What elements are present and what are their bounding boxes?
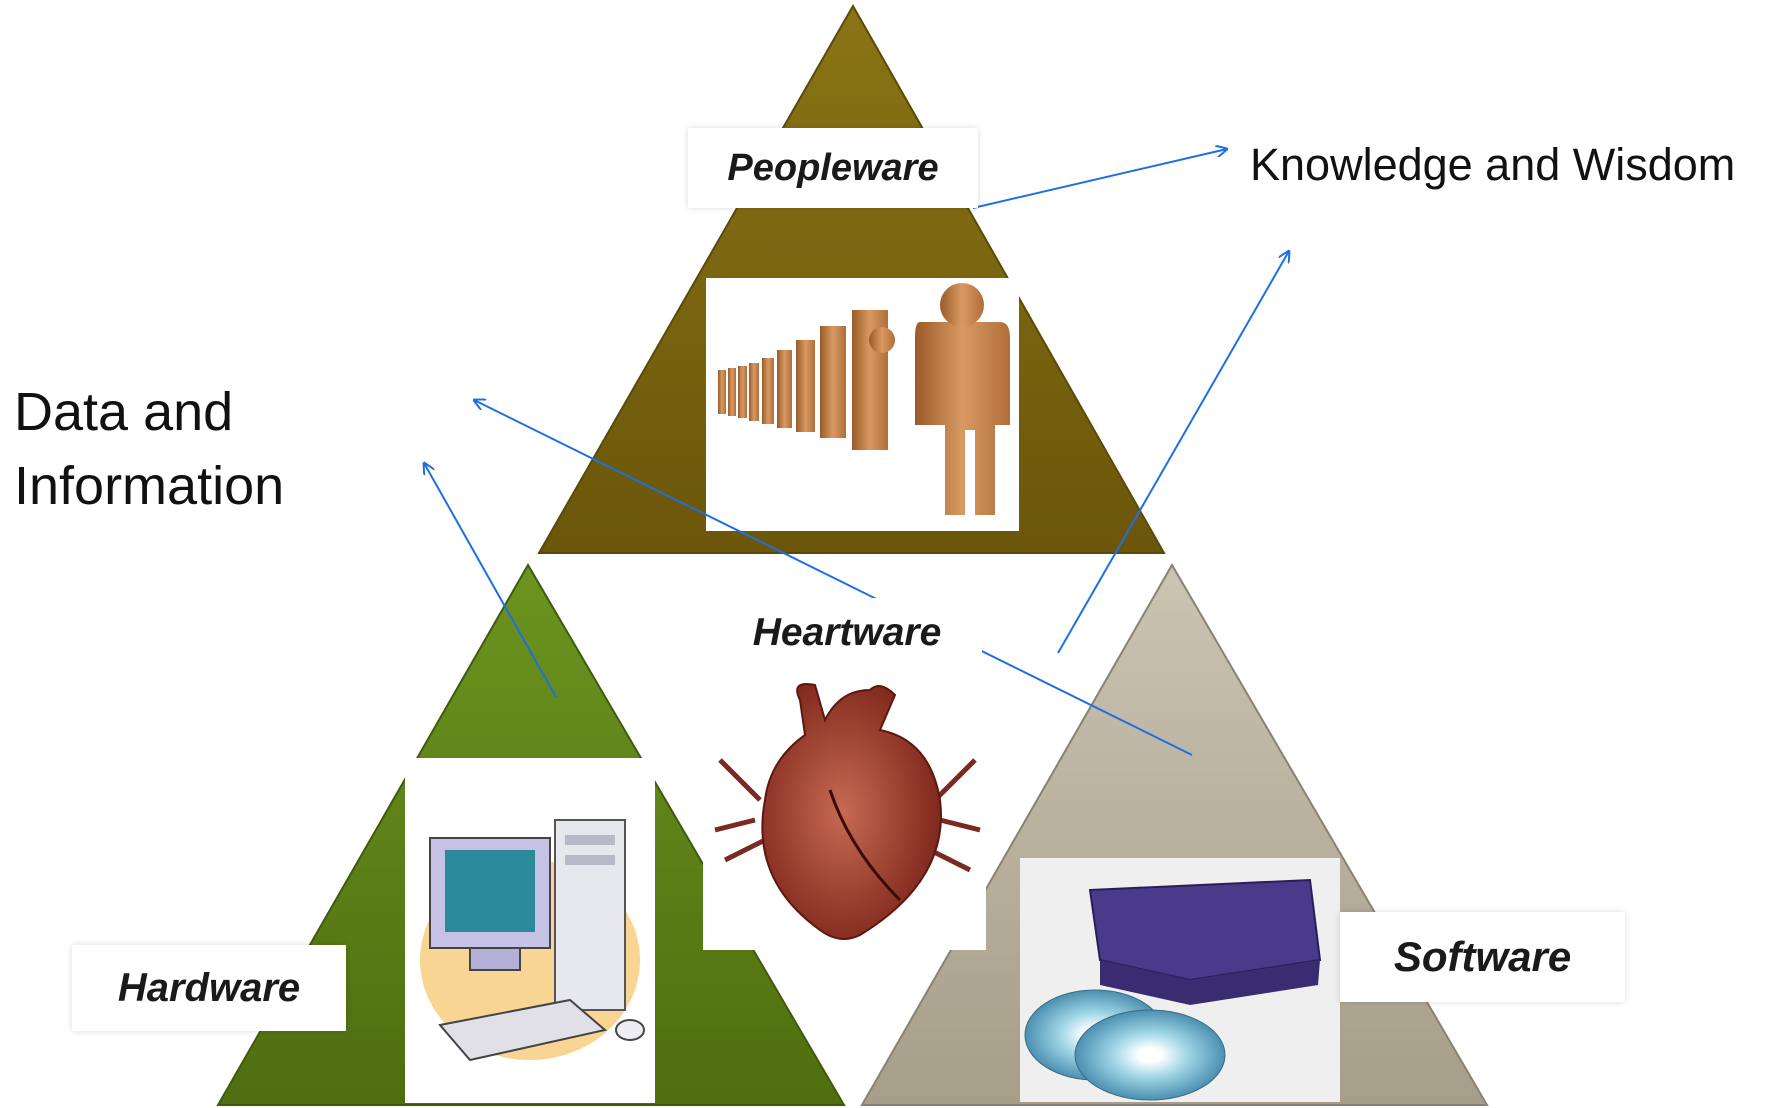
heartware-image [703, 678, 986, 950]
hardware-label: Hardware [72, 945, 346, 1031]
peopleware-image [706, 278, 1019, 531]
software-image [1020, 858, 1340, 1102]
arrow-software-to-data [474, 400, 1193, 756]
data-and-information-text: Data and Information [14, 382, 285, 516]
arrow-hardware-to-data [424, 463, 557, 698]
arrow-heartware-to-knowledge [1057, 251, 1289, 654]
hardware-image [405, 758, 655, 1103]
heartware-label: Heartware [712, 598, 982, 668]
knowledge-and-wisdom-text: Knowledge and Wisdom [1250, 139, 1736, 190]
arrow-peopleware-to-knowledge [972, 149, 1227, 209]
software-label: Software [1340, 912, 1625, 1002]
peopleware-label: Peopleware [688, 128, 978, 208]
